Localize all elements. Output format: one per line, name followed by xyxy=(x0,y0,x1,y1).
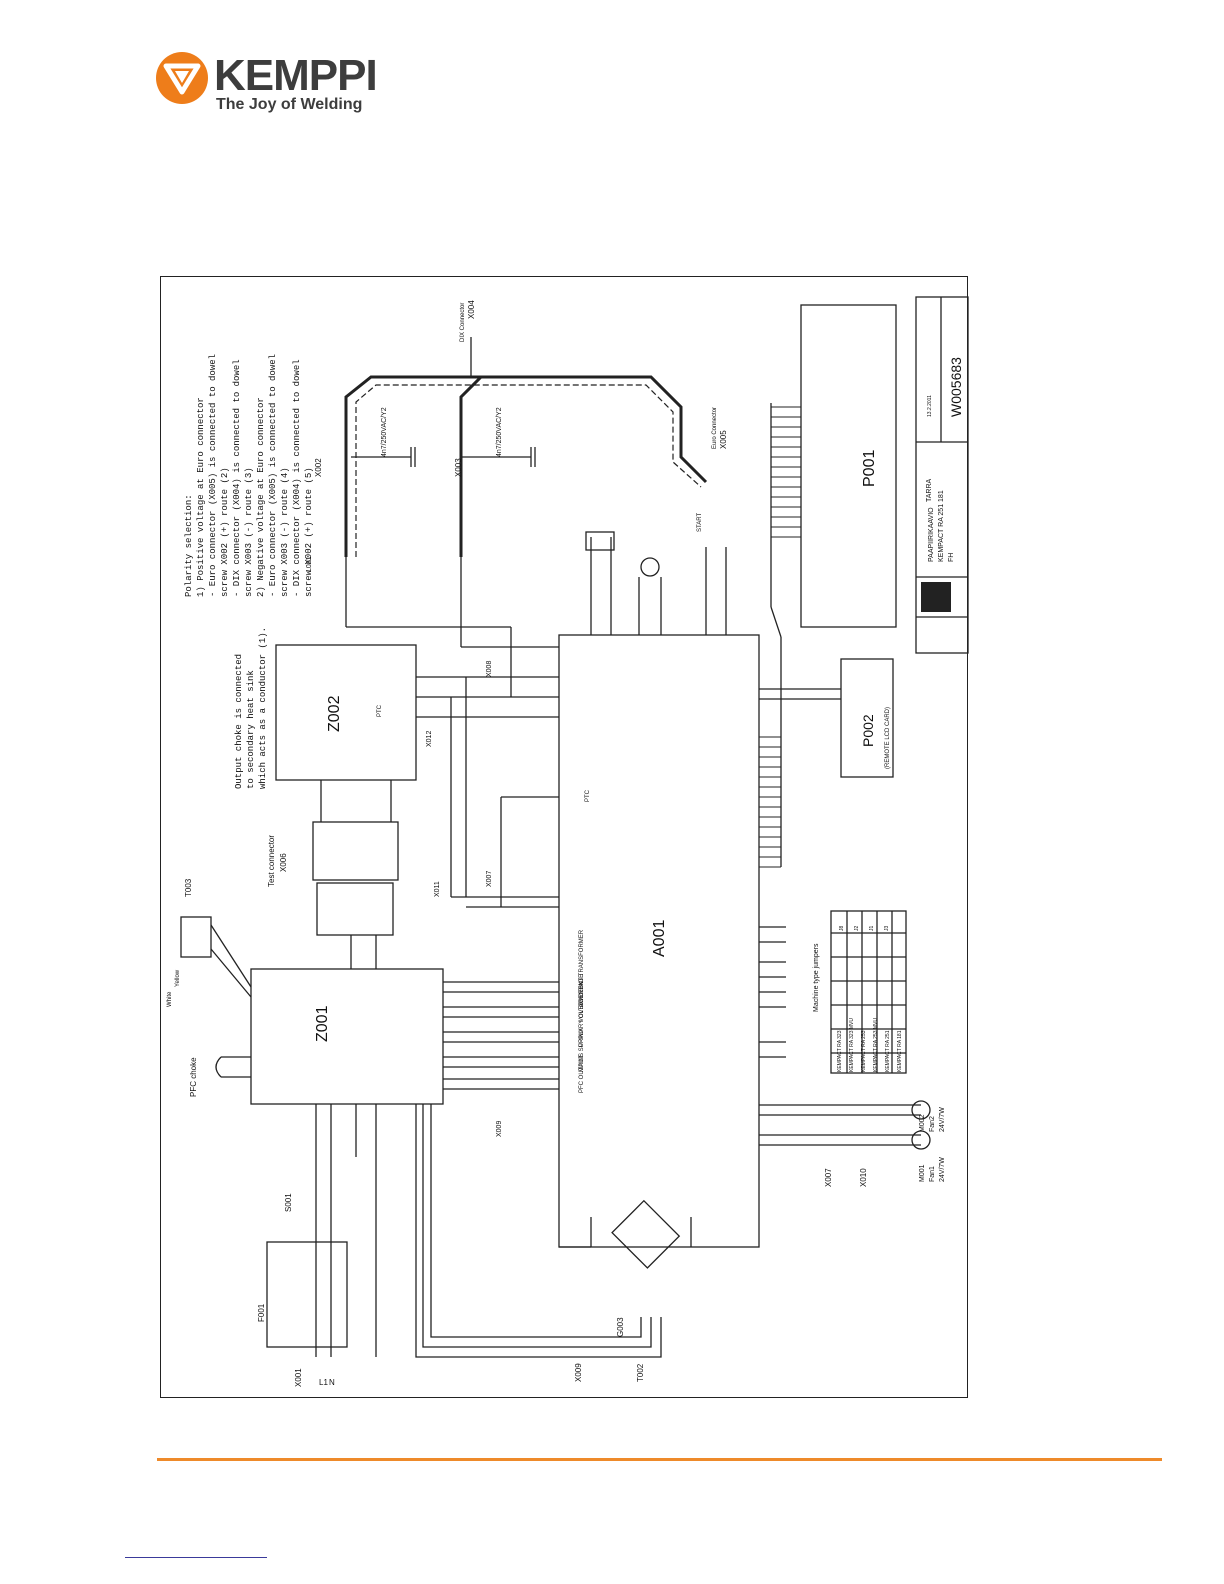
choke-note-1: to secondary heat sink xyxy=(246,670,256,789)
mains-supply-label: MAINS SUPPLY xyxy=(579,1028,585,1072)
x009-bottom-label: X009 xyxy=(574,1363,583,1382)
x008-label: X008 xyxy=(486,661,493,677)
jumper-header-4: J3 xyxy=(884,926,890,932)
p002-sublabel: (REMOTE LCD CARD) xyxy=(885,707,891,769)
ptc-label-a001: PTC xyxy=(585,789,591,802)
l001-label: L001 xyxy=(306,556,313,572)
polarity-note-4: - DIX connector (X004) is connected to d… xyxy=(232,359,242,597)
title-tarra: TARRA xyxy=(926,478,933,502)
brand-name: KEMPPI xyxy=(214,51,378,100)
wiring-diagram: Polarity selection: 1) Positive voltage … xyxy=(160,276,969,1398)
choke-note-2: which acts as a conductor (1). xyxy=(258,627,268,789)
kemppi-logo: KEMPPI The Joy of Welding xyxy=(156,51,386,122)
x005-label: X005 xyxy=(719,430,728,449)
jumper-header-1: J8 xyxy=(839,926,845,932)
m001-label: M001 xyxy=(919,1164,926,1182)
machine-row-3: KEMPACT RA 253 MVU xyxy=(873,1018,879,1072)
f001-label: F001 xyxy=(257,1303,266,1322)
n-label: N xyxy=(329,1378,335,1387)
pfc-output-label: PFC OUTPUT xyxy=(579,1054,585,1093)
machine-row-5: KEMPACT RA 181 xyxy=(897,1030,903,1072)
white-label: White xyxy=(167,991,173,1007)
x007-label-b: X007 xyxy=(824,1168,833,1187)
fan2-label: Fan2 xyxy=(929,1116,936,1132)
m002-label: M002 xyxy=(919,1114,926,1132)
s001-label: S001 xyxy=(284,1193,293,1212)
start-label: START xyxy=(697,513,703,532)
cap-spec-1: 4n7/250VAC/Y2 xyxy=(381,407,388,457)
primary-overvoltage-label: PRIMARY OVERVOLTAGE xyxy=(579,974,585,1047)
x006-label: X006 xyxy=(279,853,288,872)
machine-jumpers-label: Machine type jumpers xyxy=(813,943,820,1012)
pfc-choke-label: PFC choke xyxy=(189,1057,198,1097)
title-name: PAAPIIRIKAAVIO xyxy=(928,507,935,562)
fan1-label: Fan1 xyxy=(929,1166,936,1182)
a001-label: A001 xyxy=(651,920,668,957)
polarity-note-8: screw X003 (-) route (4) xyxy=(280,467,290,597)
polarity-note-9: - DIX connector (X004) is connected to d… xyxy=(292,359,302,597)
x001-label: X001 xyxy=(294,1368,303,1387)
jumper-header-3: J1 xyxy=(869,926,875,932)
p001-label: P001 xyxy=(861,450,878,487)
z002-label: Z002 xyxy=(326,695,343,732)
x010-label: X010 xyxy=(859,1168,868,1187)
polarity-note-7: - Euro connector (X005) is connected to … xyxy=(268,354,278,597)
polarity-note-3: screw X002 (+) route (2) xyxy=(220,467,230,597)
drawing-number: W005683 xyxy=(948,357,964,417)
machine-row-4: KEMPACT RA 251 xyxy=(885,1030,891,1072)
choke-note-0: Output choke is connected xyxy=(234,654,244,789)
g003-label: G003 xyxy=(616,1317,625,1337)
wiring-diagram-svg: Polarity selection: 1) Positive voltage … xyxy=(167,296,969,1387)
polarity-note-6: 2) Negative voltage at Euro connector xyxy=(256,397,266,597)
x004-desc: DIX Connector xyxy=(460,303,466,342)
polarity-note-0: Polarity selection: xyxy=(184,494,194,597)
x007-label-a: X007 xyxy=(486,871,493,887)
voltage-fbk-label: VOLTAGE FBK xyxy=(579,981,585,1022)
machine-row-2: KEMPACT RA 253 xyxy=(861,1030,867,1072)
brand-tagline: The Joy of Welding xyxy=(216,96,363,113)
x004-label: X004 xyxy=(467,300,476,319)
t002-label: T002 xyxy=(636,1363,645,1382)
title-block-logo-icon xyxy=(921,582,951,612)
title-variant: FH xyxy=(948,553,955,562)
kemppi-logo-icon xyxy=(156,52,208,104)
t003-label: T003 xyxy=(184,878,193,897)
fan1-spec: 24V/7W xyxy=(939,1157,946,1182)
x002-label: X002 xyxy=(314,458,323,477)
footer-divider xyxy=(157,1458,1162,1461)
jumper-header-2: J2 xyxy=(854,926,860,932)
x009-label: X009 xyxy=(496,1121,503,1137)
cap-spec-2: 4n7/250VAC/Y2 xyxy=(496,407,503,457)
machine-row-0: KEMPACT RA 323 xyxy=(837,1030,843,1072)
footer-link-underline xyxy=(125,1557,267,1558)
yellow-label: Yellow xyxy=(175,969,181,987)
x005-desc: Euro Connector xyxy=(712,407,718,449)
x012-label: X012 xyxy=(426,731,433,747)
polarity-note-10: screw X002 (+) route (5) xyxy=(304,467,314,597)
x003-label: X003 xyxy=(454,458,463,477)
title-product: KEMPACT RA 251 181 xyxy=(938,490,945,562)
l1-label: L1 xyxy=(319,1378,328,1387)
p002-label: P002 xyxy=(860,714,876,747)
polarity-note-2: - Euro connector (X005) is connected to … xyxy=(208,354,218,597)
fan2-spec: 24V/7W xyxy=(939,1107,946,1132)
ptc-label-z002: PTC xyxy=(377,704,383,717)
polarity-note-1: 1) Positive voltage at Euro connector xyxy=(196,397,206,597)
title-date: 13.2.2011 xyxy=(927,395,933,417)
test-connector-label: Test connector xyxy=(267,835,276,887)
current-transformer-label: CURRENT TRANSFORMER xyxy=(579,929,585,1007)
x011-label: X011 xyxy=(434,881,441,897)
z001-label: Z001 xyxy=(314,1005,331,1042)
polarity-note-5: screw X003 (-) route (3) xyxy=(244,467,254,597)
machine-row-1: KEMPACT RA 323 MVU xyxy=(849,1018,855,1072)
